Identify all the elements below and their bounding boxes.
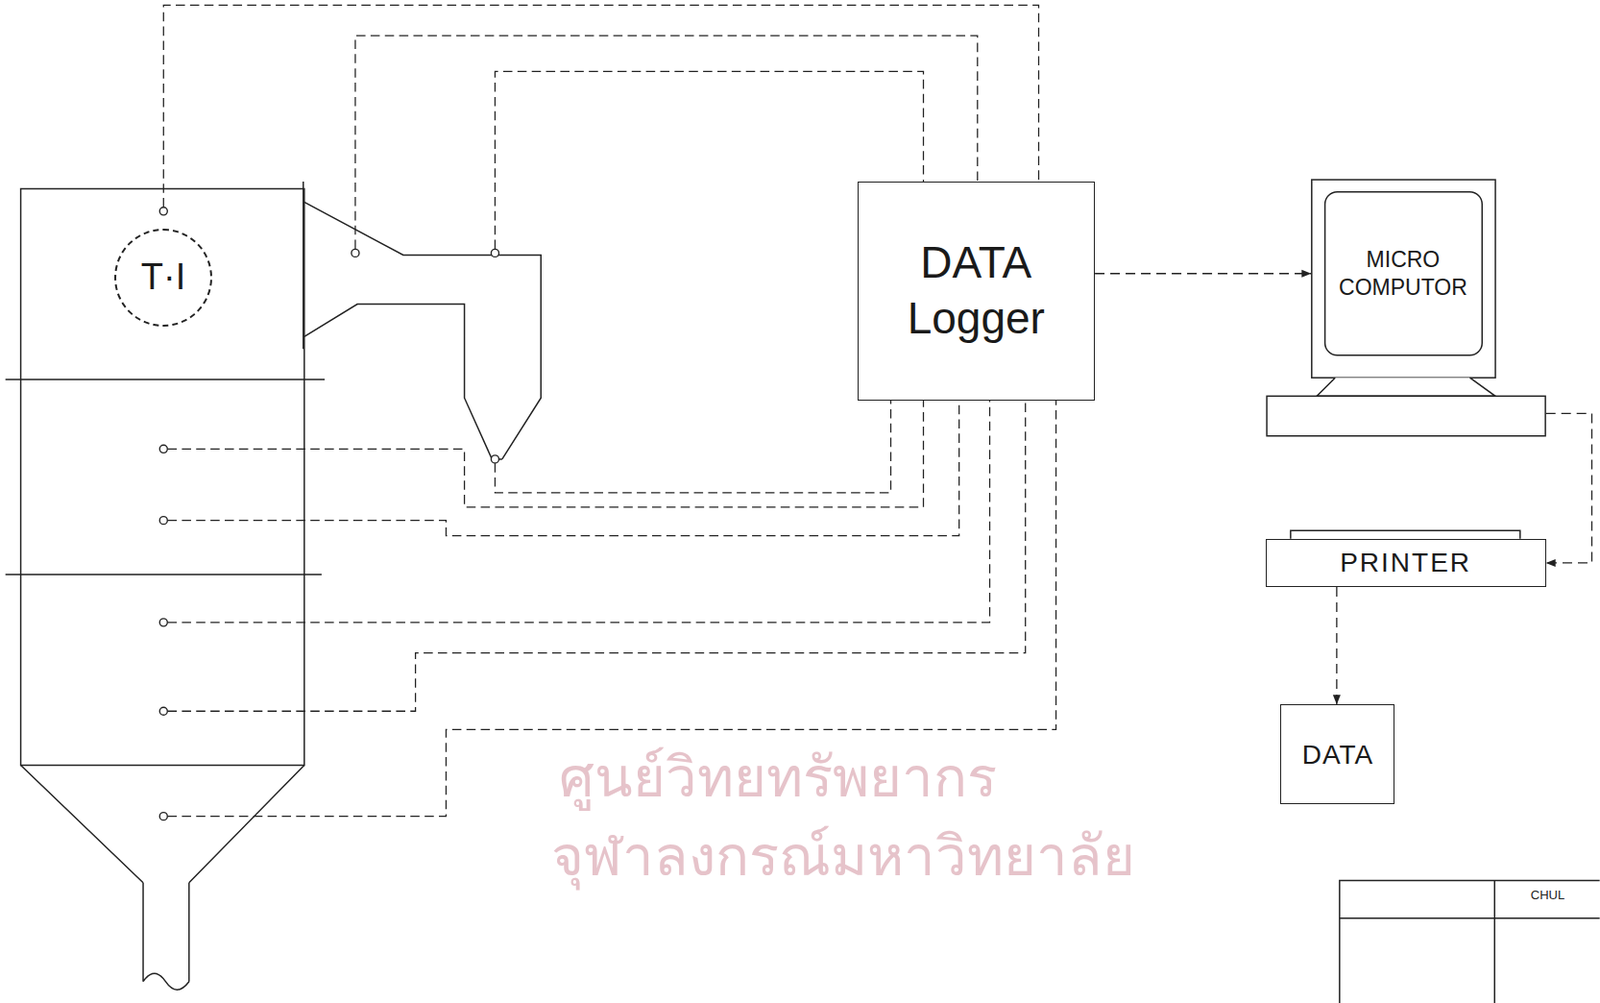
sensor-dot	[159, 207, 168, 216]
logger-box: DATA Logger	[857, 181, 1096, 400]
feed-line	[5, 379, 325, 575]
title-block-text: CHUL	[1530, 887, 1565, 903]
cyclone-lower	[304, 303, 503, 459]
sensor-dot	[490, 248, 499, 257]
thermocouple-points	[159, 207, 499, 821]
vessel	[5, 181, 1600, 1003]
printer-lip	[1290, 530, 1521, 538]
node-content: T·I	[116, 230, 211, 325]
keyboard	[1266, 395, 1546, 436]
node-content: MICRO COMPUTOR	[1324, 192, 1482, 356]
sensor-wire	[494, 399, 891, 493]
output-box: DATA	[1280, 703, 1395, 804]
sensor-dot	[351, 248, 360, 257]
sensor-wire	[168, 399, 991, 623]
screen	[1324, 192, 1482, 356]
dryer-cone	[21, 765, 305, 883]
watermark: ศูนย์วิทยทรัพยากร	[558, 743, 997, 811]
computer-symbol: MICRO COMPUTOR	[1265, 178, 1547, 437]
watermark: จุฬาลงกรณ์มหาวิทยาลัย	[551, 822, 1136, 890]
computer-outline	[1265, 178, 1547, 437]
inlet-flange	[302, 181, 304, 349]
computer-parts	[1266, 179, 1546, 437]
sensor-wire	[168, 399, 960, 535]
signal-connector	[1546, 412, 1593, 563]
node-text: T·I	[141, 254, 186, 301]
outlet-pipe	[143, 882, 190, 991]
monitor	[1310, 179, 1495, 378]
sensor-dot	[159, 812, 168, 821]
node-content: PRINTER	[1266, 539, 1546, 586]
sensor-dot	[490, 455, 499, 463]
node-content: DATA	[1281, 704, 1394, 803]
sensor-wire	[168, 399, 1057, 816]
signal-connector	[1335, 586, 1337, 704]
title-block	[1339, 880, 1600, 1003]
sensor-dot	[159, 618, 168, 627]
signal-connector	[1094, 272, 1311, 274]
sensor-wire	[168, 399, 924, 508]
sensor-wire	[168, 399, 1026, 711]
printer-box: PRINTER	[1265, 538, 1547, 587]
node-content: DATA Logger	[858, 182, 1095, 399]
sensor-dot	[159, 444, 168, 453]
dryer-chamber	[21, 188, 305, 765]
thermocouple-wires	[163, 4, 1056, 816]
node-text: MICRO COMPUTOR	[1337, 245, 1469, 302]
sensor-dot	[159, 706, 168, 715]
indicator-circle: T·I	[114, 228, 213, 327]
sensor-dot	[159, 516, 168, 525]
node-text: PRINTER	[1339, 545, 1472, 580]
node-text: DATA	[1302, 737, 1375, 772]
cyclone-upper	[304, 201, 541, 460]
monitor-stand	[1316, 377, 1496, 396]
node-text: DATA Logger	[868, 235, 1086, 346]
